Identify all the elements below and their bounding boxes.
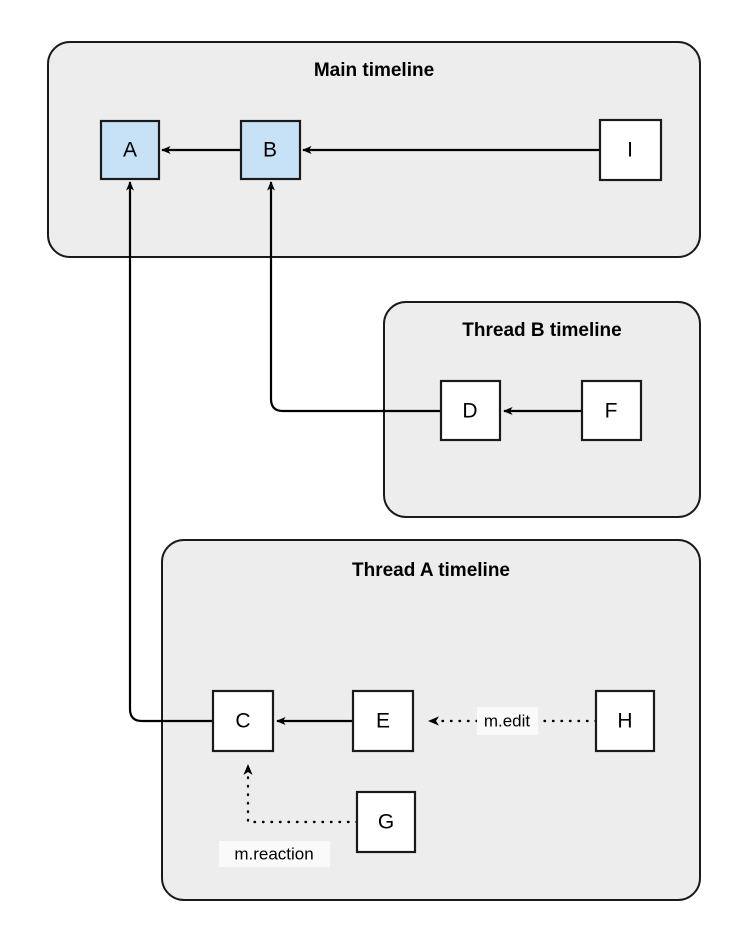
- edge-label-bg-m-edit: [477, 707, 538, 735]
- node-label-f: F: [605, 400, 618, 423]
- edge-label-m-edit: m.edit: [484, 711, 531, 730]
- node-c[interactable]: C: [211, 689, 275, 753]
- group-thread-b-timeline: Thread B timeline: [383, 301, 701, 518]
- group-title-thread-a: Thread A timeline: [352, 560, 510, 581]
- group-title-thread-b: Thread B timeline: [462, 320, 621, 341]
- node-a[interactable]: A: [99, 119, 161, 181]
- edge-label-bg-m-reaction: [219, 841, 330, 867]
- node-box-d[interactable]: [439, 379, 502, 442]
- node-d[interactable]: D: [439, 379, 502, 442]
- node-label-a: A: [123, 139, 137, 162]
- node-g[interactable]: G: [355, 790, 417, 854]
- node-label-g: G: [378, 811, 394, 834]
- node-label-h: H: [617, 710, 632, 733]
- node-box-a[interactable]: [99, 119, 161, 181]
- node-label-i: I: [627, 139, 633, 162]
- group-box-thread-b: [383, 301, 701, 518]
- node-e[interactable]: E: [351, 689, 415, 753]
- node-h[interactable]: H: [594, 689, 656, 753]
- edge-c-to-a: [126, 181, 213, 723]
- node-label-e: E: [376, 710, 390, 733]
- node-box-e[interactable]: [351, 689, 415, 753]
- node-i[interactable]: I: [598, 118, 663, 182]
- group-title-main: Main timeline: [314, 60, 434, 81]
- node-f[interactable]: F: [580, 379, 643, 442]
- node-box-b[interactable]: [239, 119, 302, 181]
- node-box-g[interactable]: [355, 790, 417, 854]
- node-box-h[interactable]: [594, 689, 656, 753]
- node-box-i[interactable]: [598, 118, 663, 182]
- node-box-c[interactable]: [211, 689, 275, 753]
- node-label-b: B: [263, 139, 277, 162]
- node-box-f[interactable]: [580, 379, 643, 442]
- node-label-c: C: [235, 710, 250, 733]
- edge-d-to-b: [267, 181, 441, 413]
- node-label-d: D: [462, 400, 477, 423]
- node-b[interactable]: B: [239, 119, 302, 181]
- edge-label-m-reaction: m.reaction: [234, 844, 313, 863]
